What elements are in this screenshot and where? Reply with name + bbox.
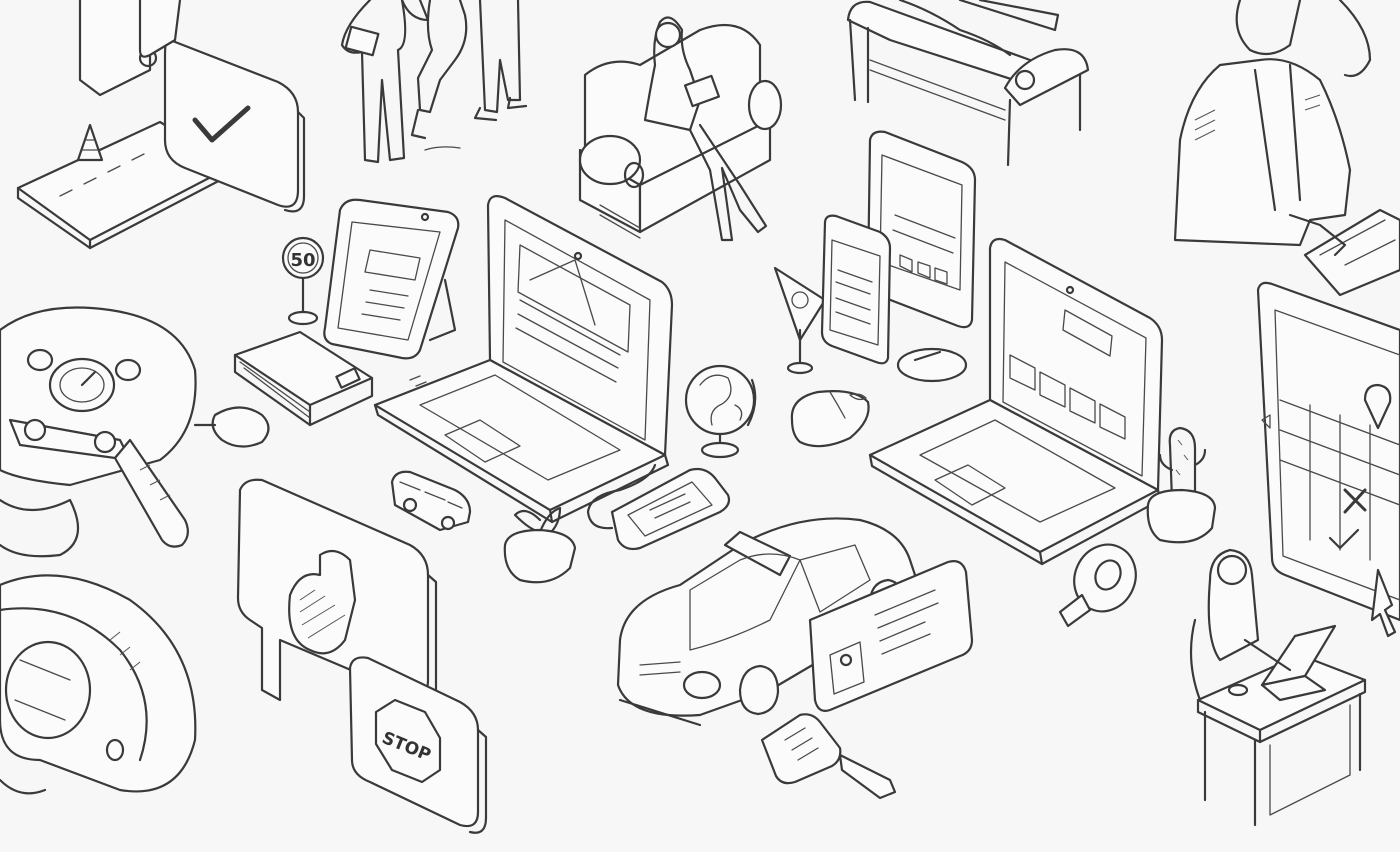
speed-sign-label: 50 bbox=[290, 250, 315, 271]
steering-wheel bbox=[0, 574, 197, 795]
tape-roll bbox=[1058, 543, 1137, 628]
man-with-tablet bbox=[1173, 0, 1400, 297]
right-laptop bbox=[868, 237, 1164, 566]
woman-on-sofa bbox=[578, 16, 783, 242]
map-tablet bbox=[1256, 281, 1400, 638]
center-laptop bbox=[373, 195, 674, 524]
phone-and-tablet bbox=[820, 130, 977, 383]
car-key bbox=[760, 713, 897, 800]
taxi-car bbox=[616, 517, 922, 727]
toy-van bbox=[390, 470, 472, 532]
phone-with-cable bbox=[586, 463, 731, 551]
tablet-on-stand bbox=[323, 198, 460, 360]
globe bbox=[684, 364, 757, 459]
warning-triangle-sign bbox=[773, 266, 827, 375]
speech-bubble-stop-sign: STOP bbox=[236, 478, 488, 834]
cactus-pot bbox=[1146, 426, 1217, 544]
notebook bbox=[233, 330, 374, 427]
steering-dashboard bbox=[0, 306, 270, 558]
bench-with-person bbox=[846, 0, 1090, 167]
speed-limit-sign: 50 bbox=[281, 236, 325, 326]
computer-mouse bbox=[790, 390, 870, 448]
driver-license-card bbox=[808, 560, 974, 712]
potted-plant bbox=[503, 506, 577, 584]
check-phone-road-platform bbox=[16, 0, 306, 250]
three-people-group bbox=[340, 0, 528, 164]
woman-at-desk bbox=[1189, 548, 1367, 827]
